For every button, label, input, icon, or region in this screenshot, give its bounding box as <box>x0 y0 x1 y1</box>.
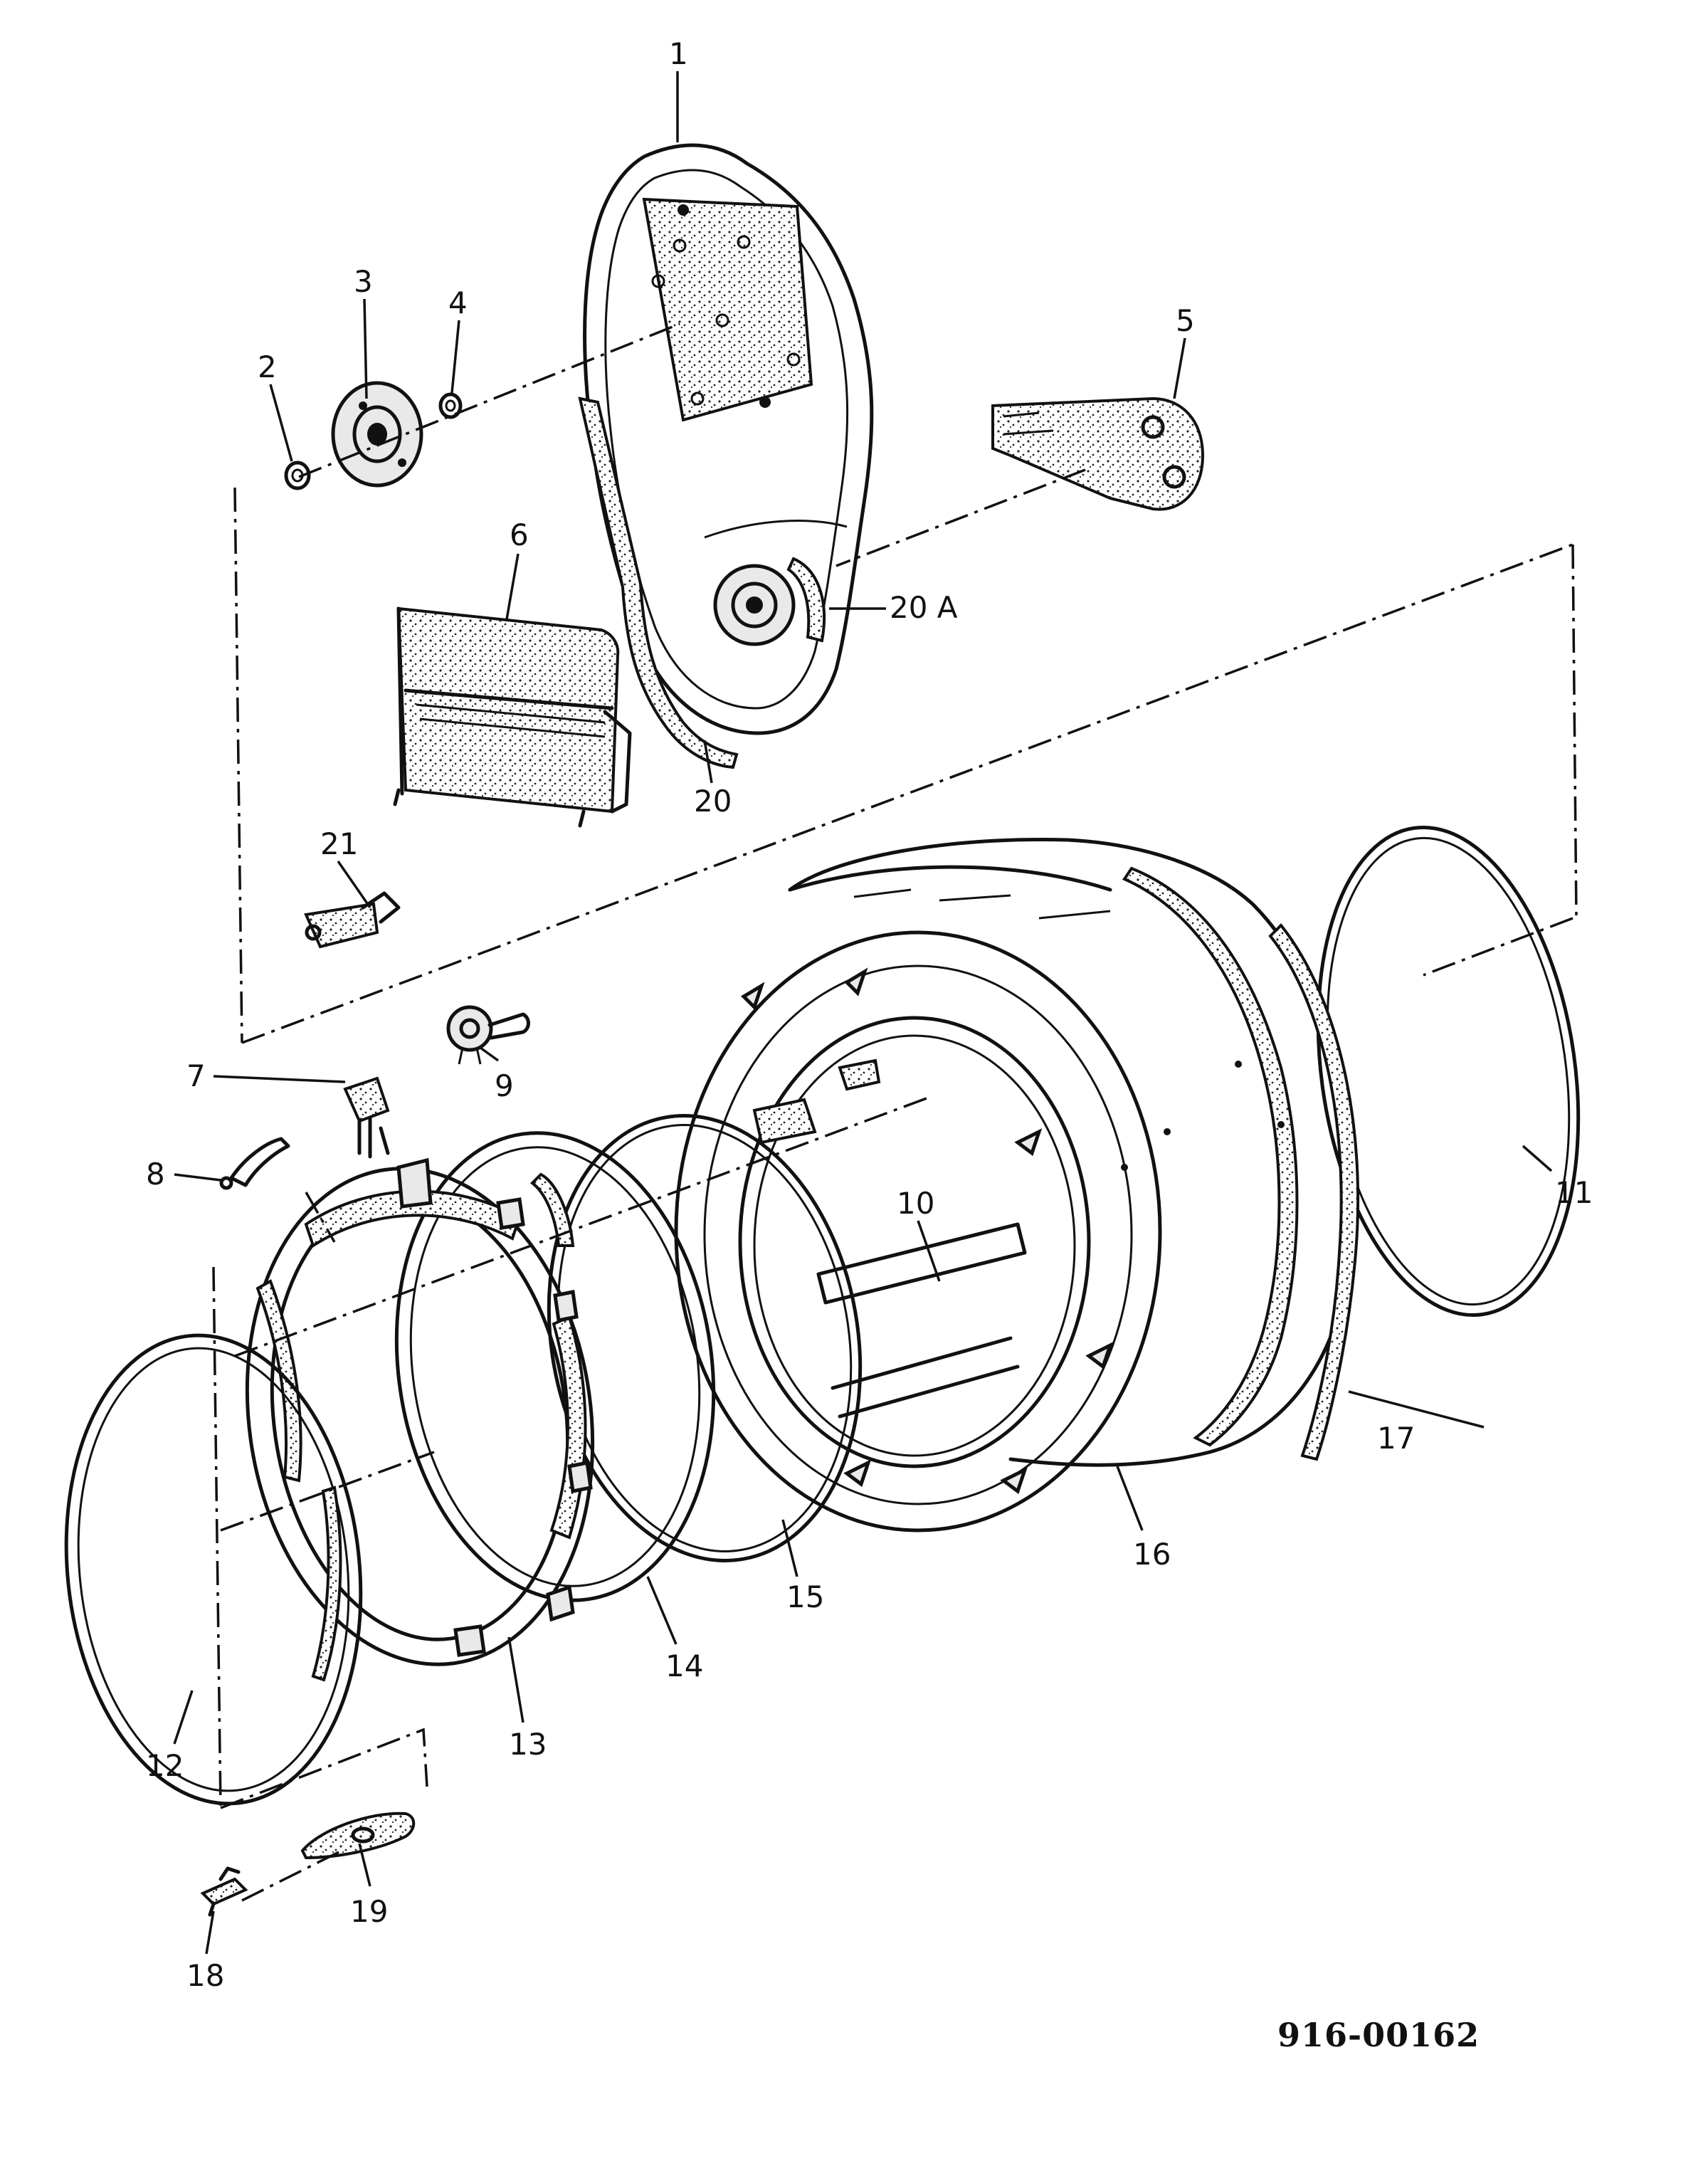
part-bearing-plate <box>331 381 423 488</box>
part-clip <box>219 1137 290 1190</box>
assembly-centerlines <box>212 322 1578 1902</box>
part-thermostat <box>446 1005 530 1065</box>
callout-2: 2 <box>258 349 277 384</box>
callout-11: 11 <box>1555 1175 1593 1210</box>
part-door-catch <box>200 1866 248 1917</box>
callout-3: 3 <box>354 264 373 299</box>
callout-19: 19 <box>350 1894 388 1929</box>
callout-13: 13 <box>509 1727 547 1762</box>
callout-labels: 1 2 3 4 5 6 7 8 9 10 11 12 13 14 15 16 1… <box>146 36 1593 1993</box>
callout-1: 1 <box>669 36 688 71</box>
part-small-switch <box>343 1076 390 1159</box>
part-lint-filter <box>393 606 632 828</box>
callout-17: 17 <box>1377 1421 1415 1456</box>
part-door-switch <box>304 891 401 949</box>
part-drum-seal-strip <box>1268 923 1360 1461</box>
callout-7: 7 <box>186 1058 206 1093</box>
part-front-bulkhead <box>245 1157 595 1666</box>
callout-14: 14 <box>665 1649 703 1683</box>
callout-18: 18 <box>186 1958 224 1993</box>
callout-21: 21 <box>320 826 358 861</box>
part-front-bulkhead-ring <box>394 1131 716 1602</box>
callout-10: 10 <box>897 1186 934 1221</box>
part-front-gasket <box>64 1333 363 1806</box>
part-rear-seal-strip <box>578 396 739 769</box>
callout-4: 4 <box>448 285 468 320</box>
callout-5: 5 <box>1176 303 1195 338</box>
part-idler-bracket <box>991 396 1205 511</box>
callout-15: 15 <box>786 1579 824 1614</box>
callout-8: 8 <box>146 1157 165 1192</box>
part-rear-bulkhead <box>583 143 874 735</box>
part-drum <box>674 838 1355 1532</box>
callout-12: 12 <box>146 1748 184 1783</box>
callout-9: 9 <box>495 1068 514 1103</box>
drawing-number: 916-00162 <box>1277 2016 1480 2054</box>
callout-20: 20 <box>694 784 732 819</box>
part-door-catch-plate <box>300 1812 416 1860</box>
part-small-ring <box>438 392 463 419</box>
callout-16: 16 <box>1133 1537 1171 1572</box>
callout-20a: 20 A <box>890 590 958 625</box>
callout-6: 6 <box>510 517 529 552</box>
callout-leaders <box>173 71 1553 1955</box>
